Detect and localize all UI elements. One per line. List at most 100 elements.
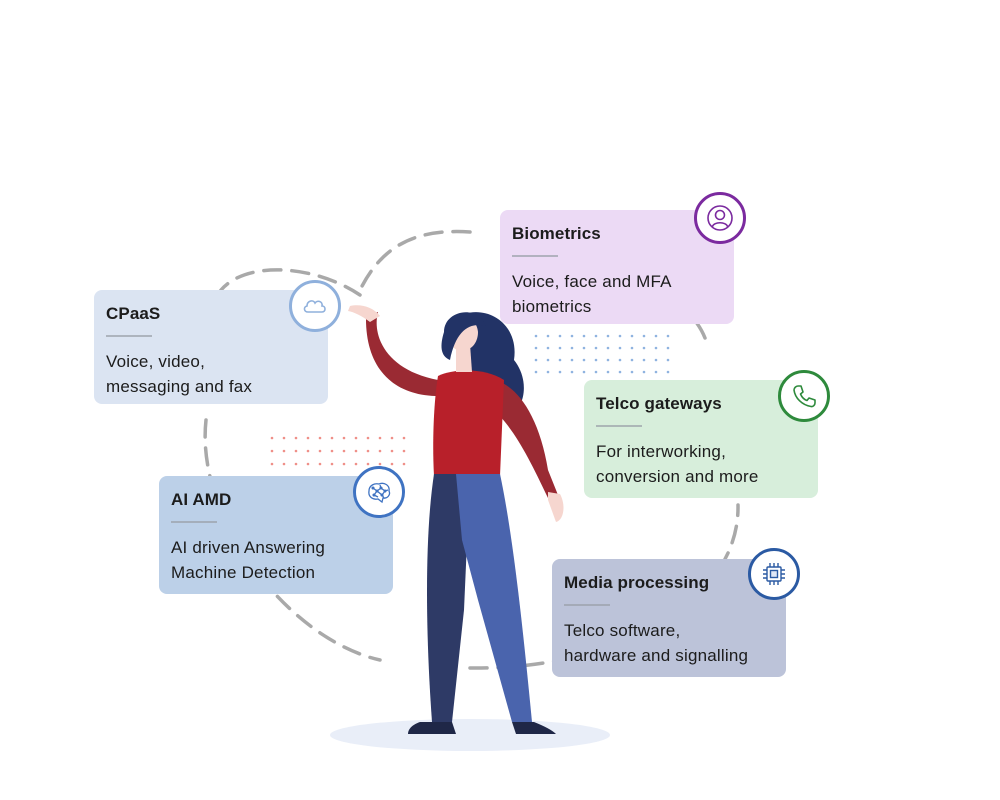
pattern-dot — [306, 449, 310, 453]
pattern-dot — [570, 334, 574, 338]
pattern-dot — [378, 462, 382, 466]
pattern-dot — [642, 346, 646, 350]
pattern-dot — [654, 358, 658, 362]
pattern-dot — [294, 462, 298, 466]
divider — [512, 255, 558, 257]
pattern-dot — [342, 449, 346, 453]
pattern-dot — [618, 370, 622, 374]
dot-pattern-blue — [534, 334, 670, 374]
pattern-dot — [402, 436, 406, 440]
card-title: Telco gateways — [596, 394, 722, 413]
card-description: For interworking, conversion and more — [596, 439, 806, 489]
pattern-dot — [546, 334, 550, 338]
description-line: conversion and more — [596, 467, 759, 486]
pattern-dot — [594, 358, 598, 362]
pattern-dot — [330, 436, 334, 440]
card-description: Telco software, hardware and signalling — [564, 618, 774, 668]
pattern-dot — [642, 334, 646, 338]
description-line: messaging and fax — [106, 377, 253, 396]
description-line: Telco software, — [564, 621, 681, 640]
pattern-dot — [282, 436, 286, 440]
pattern-dot — [558, 346, 562, 350]
pattern-dot — [390, 462, 394, 466]
pattern-dot — [378, 436, 382, 440]
pattern-dot — [366, 436, 370, 440]
pattern-dot — [546, 370, 550, 374]
pattern-dot — [318, 436, 322, 440]
card-title: Media processing — [564, 573, 710, 592]
pattern-dot — [342, 436, 346, 440]
description-line: hardware and signalling — [564, 646, 749, 665]
pattern-dot — [630, 334, 634, 338]
pattern-dot — [582, 370, 586, 374]
pattern-dot — [630, 346, 634, 350]
pattern-dot — [606, 334, 610, 338]
pattern-dot — [654, 370, 658, 374]
pattern-dot — [534, 346, 538, 350]
pattern-dot — [570, 346, 574, 350]
pattern-dot — [594, 370, 598, 374]
pattern-dot — [582, 346, 586, 350]
card-title: CPaaS — [106, 304, 161, 323]
pattern-dot — [354, 462, 358, 466]
pattern-dot — [306, 436, 310, 440]
pattern-dot — [570, 370, 574, 374]
pattern-dot — [390, 449, 394, 453]
floor-shadow — [330, 719, 610, 751]
brain-icon — [353, 466, 405, 518]
description-line: Machine Detection — [171, 563, 316, 582]
cloud-icon — [289, 280, 341, 332]
card-description: AI driven Answering Machine Detection — [171, 535, 381, 585]
pattern-dot — [666, 358, 670, 362]
pattern-dot — [666, 346, 670, 350]
card-media-processing: Media processing Telco software, hardwar… — [552, 559, 786, 677]
pattern-dot — [582, 358, 586, 362]
divider — [596, 425, 642, 427]
pattern-dot — [366, 449, 370, 453]
pattern-dot — [282, 449, 286, 453]
divider — [564, 604, 610, 606]
pattern-dot — [390, 436, 394, 440]
pattern-dot — [570, 358, 574, 362]
pattern-dot — [378, 449, 382, 453]
pattern-dot — [534, 334, 538, 338]
pattern-dot — [318, 449, 322, 453]
pattern-dot — [270, 449, 274, 453]
pattern-dot — [606, 370, 610, 374]
pattern-dot — [282, 462, 286, 466]
pattern-dot — [654, 334, 658, 338]
description-line: AI driven Answering — [171, 538, 326, 557]
pattern-dot — [534, 370, 538, 374]
pattern-dot — [354, 449, 358, 453]
dot-pattern-red — [270, 436, 406, 466]
pattern-dot — [594, 334, 598, 338]
pattern-dot — [666, 370, 670, 374]
pattern-dot — [294, 449, 298, 453]
pattern-dot — [606, 358, 610, 362]
pattern-dot — [294, 436, 298, 440]
card-description: Voice, face and MFA biometrics — [512, 269, 722, 319]
pattern-dot — [666, 334, 670, 338]
pattern-dot — [654, 346, 658, 350]
card-title: Biometrics — [512, 224, 601, 243]
description-line: For interworking, — [596, 442, 726, 461]
pattern-dot — [594, 346, 598, 350]
phone-icon — [778, 370, 830, 422]
pattern-dot — [558, 334, 562, 338]
pattern-dot — [318, 462, 322, 466]
pattern-dot — [606, 346, 610, 350]
card-biometrics: Biometrics Voice, face and MFA biometric… — [500, 210, 734, 324]
pattern-dot — [354, 436, 358, 440]
pattern-dot — [642, 358, 646, 362]
user-icon — [694, 192, 746, 244]
pattern-dot — [558, 358, 562, 362]
pattern-dot — [618, 346, 622, 350]
pattern-dot — [402, 449, 406, 453]
pattern-dot — [630, 370, 634, 374]
pattern-dot — [546, 346, 550, 350]
description-line: Voice, face and MFA — [512, 272, 672, 291]
pattern-dot — [402, 462, 406, 466]
pattern-dot — [582, 334, 586, 338]
divider — [106, 335, 152, 337]
